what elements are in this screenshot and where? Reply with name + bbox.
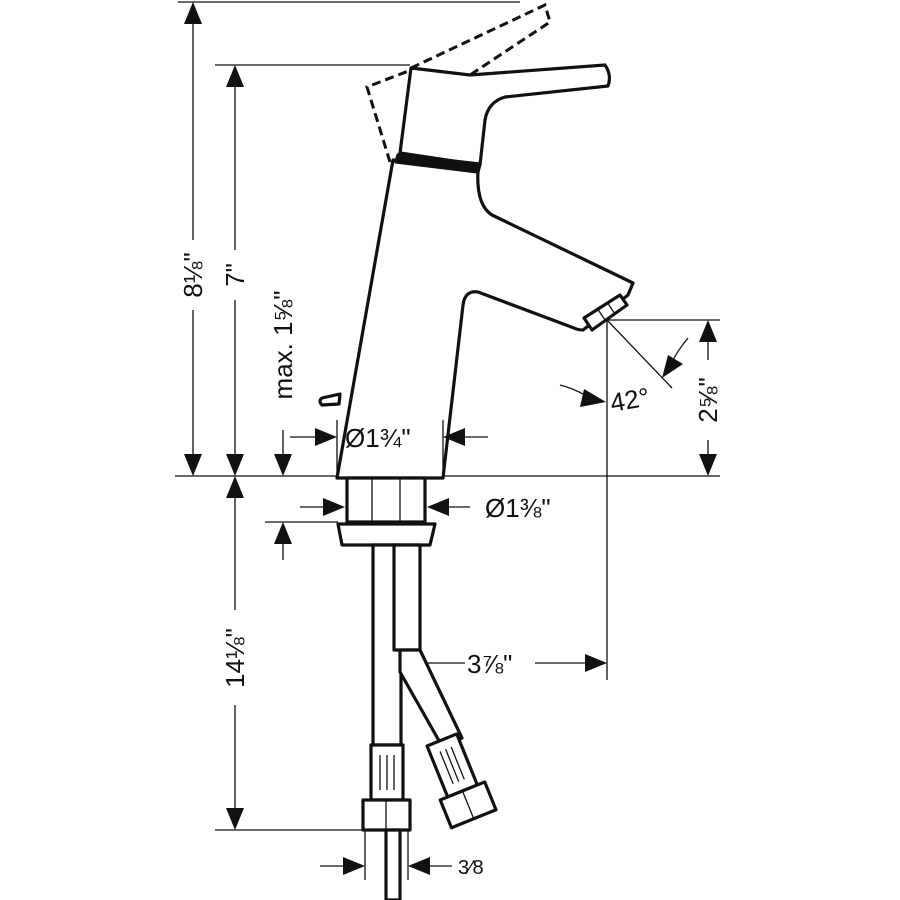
deck-thickness-dimension: max. 1⅝" — [268, 291, 298, 560]
supply-length-dimension: 14⅛" — [220, 476, 250, 830]
spout-reach-dimension: 3⅞" — [385, 649, 607, 679]
shank-diameter-label: Ø1⅜" — [485, 493, 551, 523]
total-height-label: 8⅛" — [178, 252, 208, 297]
reference-lines — [175, 1, 720, 880]
shank-diameter-dimension: Ø1⅜" — [300, 493, 551, 523]
deck-thickness-label: max. 1⅝" — [268, 291, 298, 400]
spray-angle-label: 42° — [608, 382, 652, 418]
body-diameter-dimension: Ø1¾" — [290, 420, 488, 478]
connection-size-label: 3⁄8 — [458, 857, 484, 879]
total-height-dimension: 8⅛" — [178, 2, 208, 476]
spout-clearance-label: 2⅝" — [693, 377, 723, 422]
spray-angle-dimension: 42° — [559, 319, 689, 418]
spout-clearance-dimension: 2⅝" — [693, 320, 723, 476]
supply-length-label: 14⅛" — [220, 628, 250, 688]
spout-reach-label: 3⅞" — [467, 649, 512, 679]
spout-height-label: 7" — [220, 263, 250, 287]
faucet-body — [318, 2, 635, 480]
body-diameter-label: Ø1¾" — [345, 423, 411, 453]
spout-height-dimension: 7" — [220, 65, 250, 476]
shank-and-supply-lines — [336, 476, 498, 900]
connection-size-dimension: 3⁄8 — [320, 857, 484, 879]
